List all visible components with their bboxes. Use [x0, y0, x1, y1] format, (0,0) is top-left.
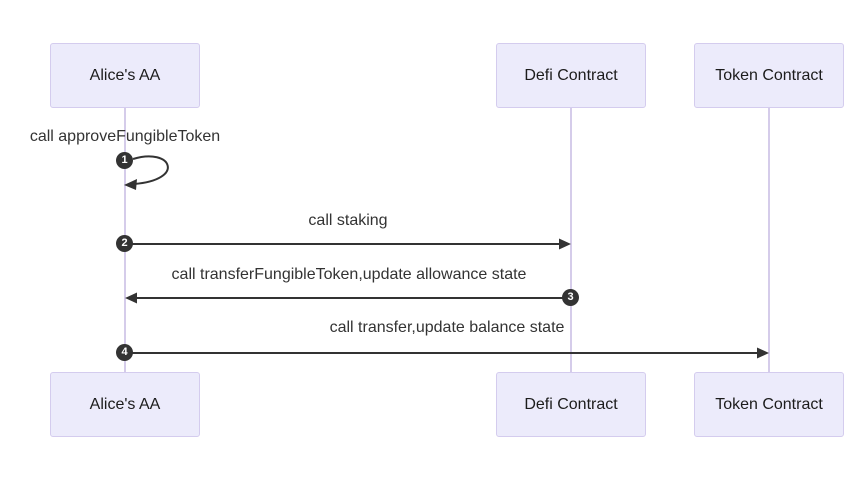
- actor-bottom-alices-aa: Alice's AA: [50, 372, 200, 437]
- actor-label: Token Contract: [715, 66, 823, 84]
- sequence-number-badge-4: 4: [116, 344, 133, 361]
- sequence-number-badge-2: 2: [116, 235, 133, 252]
- actor-label: Defi Contract: [524, 395, 618, 413]
- message-label-4: call transfer,update balance state: [329, 319, 565, 336]
- actor-bottom-defi-contract: Defi Contract: [496, 372, 646, 437]
- message-arrowhead-4: [757, 347, 769, 359]
- actor-label: Token Contract: [715, 395, 823, 413]
- actor-label: Defi Contract: [524, 66, 618, 84]
- message-label-3: call transferFungibleToken,update allowa…: [171, 266, 527, 283]
- message-label-2: call staking: [308, 212, 388, 229]
- message-arrowhead-2: [559, 238, 571, 250]
- actor-top-token-contract: Token Contract: [694, 43, 844, 108]
- actor-label: Alice's AA: [89, 66, 161, 84]
- actor-bottom-token-contract: Token Contract: [694, 372, 844, 437]
- sequence-number-badge-1: 1: [116, 152, 133, 169]
- actor-top-defi-contract: Defi Contract: [496, 43, 646, 108]
- actor-top-alices-aa: Alice's AA: [50, 43, 200, 108]
- message-arrow-self-loop: [132, 155, 169, 185]
- message-arrowhead-3: [125, 292, 137, 304]
- message-label-1: call approveFungibleToken: [29, 128, 221, 145]
- actor-label: Alice's AA: [89, 395, 161, 413]
- sequence-number-badge-3: 3: [562, 289, 579, 306]
- message-arrowhead-1: [124, 179, 137, 190]
